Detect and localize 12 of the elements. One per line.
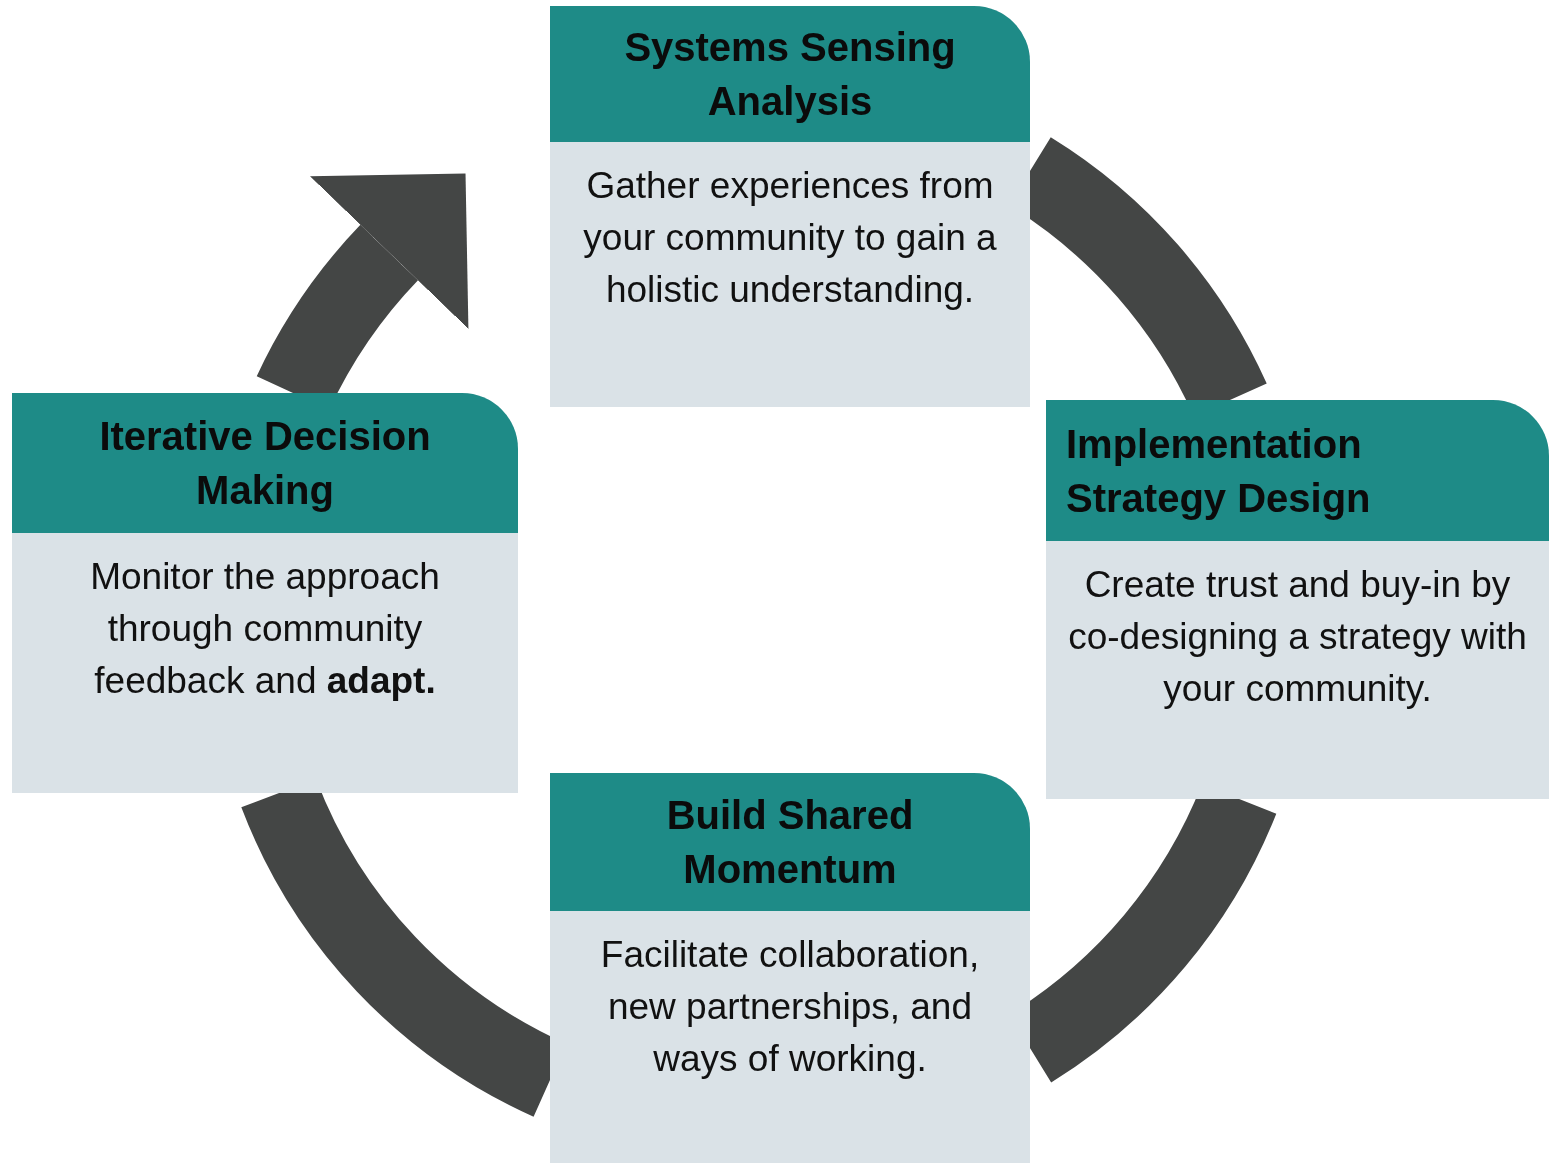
stage-card (1046, 400, 1549, 799)
stage-heading: Iterative Decision Making (98, 413, 432, 514)
stage-card (12, 393, 518, 793)
stage-description: Create trust and buy-in by co-designing a strategy with your community. (1067, 563, 1528, 711)
stage-description: Gather experiences from your community to gain a holistic understanding. (582, 164, 998, 312)
stage-card (550, 773, 1030, 1163)
stage-heading: Implementation Strategy Design (1066, 420, 1372, 522)
stage-description: Facilitate collaboration, new partnerships, and ways of working. (599, 933, 981, 1081)
stage-heading: Systems Sensing Analysis (623, 24, 957, 125)
stage-description: Monitor the approach through community feedback and adapt. (89, 555, 441, 703)
stage-heading: Build Shared Momentum (665, 792, 915, 893)
stage-card (550, 6, 1030, 407)
